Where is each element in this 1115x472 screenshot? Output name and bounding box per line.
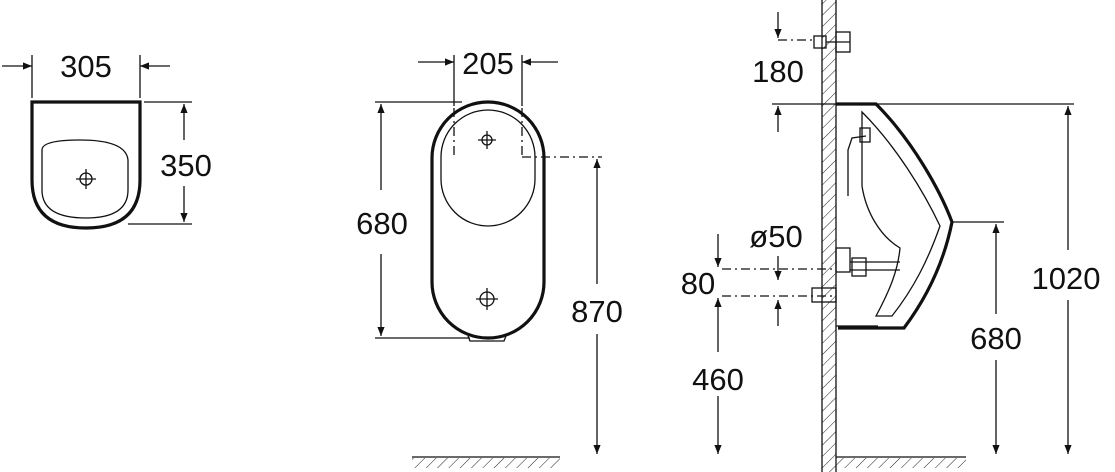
front-view-bowl-opening bbox=[440, 109, 536, 227]
front-view-body-outline bbox=[430, 100, 546, 340]
side-view-spacing-label: 80 bbox=[681, 266, 715, 301]
side-view-diameter-label: ø50 bbox=[749, 219, 802, 254]
front-view-width-label: 205 bbox=[462, 46, 514, 81]
front-view: 205 680 870 bbox=[356, 46, 623, 468]
top-view: 305 350 bbox=[2, 49, 212, 230]
front-view-height-label: 680 bbox=[356, 206, 408, 241]
side-view-wall-hatch bbox=[822, 0, 836, 472]
top-view-width-label: 305 bbox=[60, 49, 112, 84]
side-view-urinal-outline bbox=[836, 102, 954, 330]
front-view-outlet-symbol bbox=[476, 288, 498, 310]
front-view-floor-hatch bbox=[412, 458, 560, 468]
side-view-flush-pipe bbox=[847, 135, 867, 196]
top-view-bowl-inner bbox=[41, 139, 129, 219]
side-view-top-offset-label: 180 bbox=[752, 54, 804, 89]
side-view-urinal-inner bbox=[861, 110, 941, 317]
side-view-water-supply-valve bbox=[813, 31, 851, 53]
front-view-floor-label: 870 bbox=[571, 294, 623, 329]
top-view-depth-label: 350 bbox=[160, 148, 212, 183]
side-view-flush-inlet bbox=[859, 127, 871, 143]
front-view-top-fixing-symbol bbox=[478, 131, 496, 149]
top-view-drain-symbol bbox=[76, 169, 96, 189]
side-view-floor-hatch bbox=[836, 458, 966, 468]
side-view-waste-outlet bbox=[811, 247, 900, 303]
side-view-outlet-height-label: 460 bbox=[692, 362, 744, 397]
side-view: 180 ø50 80 460 680 1020 bbox=[681, 0, 1101, 472]
side-view-total-height-label: 1020 bbox=[1032, 261, 1101, 296]
side-view-rim-height-label: 680 bbox=[970, 321, 1022, 356]
top-view-bowl-outline bbox=[30, 100, 142, 230]
